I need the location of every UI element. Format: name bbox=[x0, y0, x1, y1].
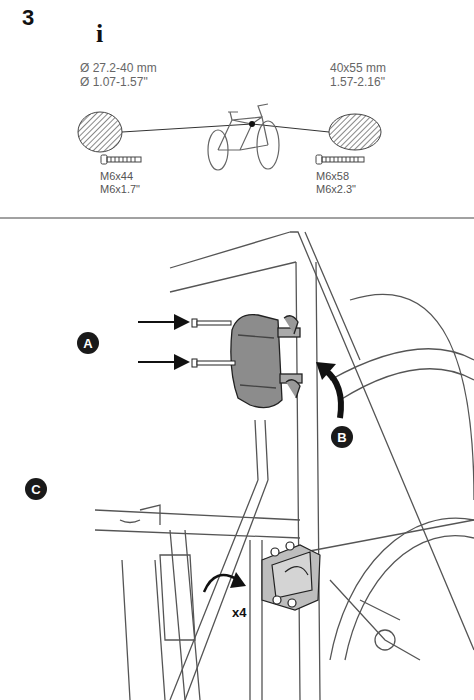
step-callout: A bbox=[77, 332, 99, 354]
bike-icon bbox=[208, 104, 279, 170]
callout-letter: A bbox=[83, 337, 92, 350]
screw-short bbox=[101, 155, 141, 164]
dimension-label: M6x2.3" bbox=[316, 183, 356, 195]
dimension-label: 1.57-2.16" bbox=[330, 76, 385, 89]
round-tube-section bbox=[78, 112, 122, 152]
info-icon: i bbox=[96, 20, 103, 49]
dimension-label: M6x1.7" bbox=[100, 183, 140, 195]
oval-tube-section bbox=[329, 114, 381, 150]
bike-front bbox=[95, 505, 474, 700]
mounted-bracket bbox=[262, 542, 320, 610]
step-callout: B bbox=[331, 426, 353, 448]
callout-letter: B bbox=[337, 431, 346, 444]
bike-frame bbox=[170, 232, 474, 700]
rotate-arrow-b bbox=[325, 370, 341, 418]
callout-letter: C bbox=[31, 483, 40, 496]
dimension-label: M6x44 bbox=[100, 170, 133, 182]
dimension-label: Ø 27.2-40 mm bbox=[80, 62, 157, 75]
dimension-label: Ø 1.07-1.57" bbox=[80, 76, 148, 89]
step-callout: C bbox=[25, 478, 47, 500]
bolts bbox=[192, 319, 235, 367]
screw-long bbox=[316, 155, 364, 164]
bracket-clamp bbox=[231, 315, 302, 408]
dimension-label: 40x55 mm bbox=[330, 62, 386, 75]
dimension-label: M6x58 bbox=[316, 170, 349, 182]
repeat-count: x4 bbox=[232, 606, 246, 620]
step-number: 3 bbox=[22, 6, 34, 30]
